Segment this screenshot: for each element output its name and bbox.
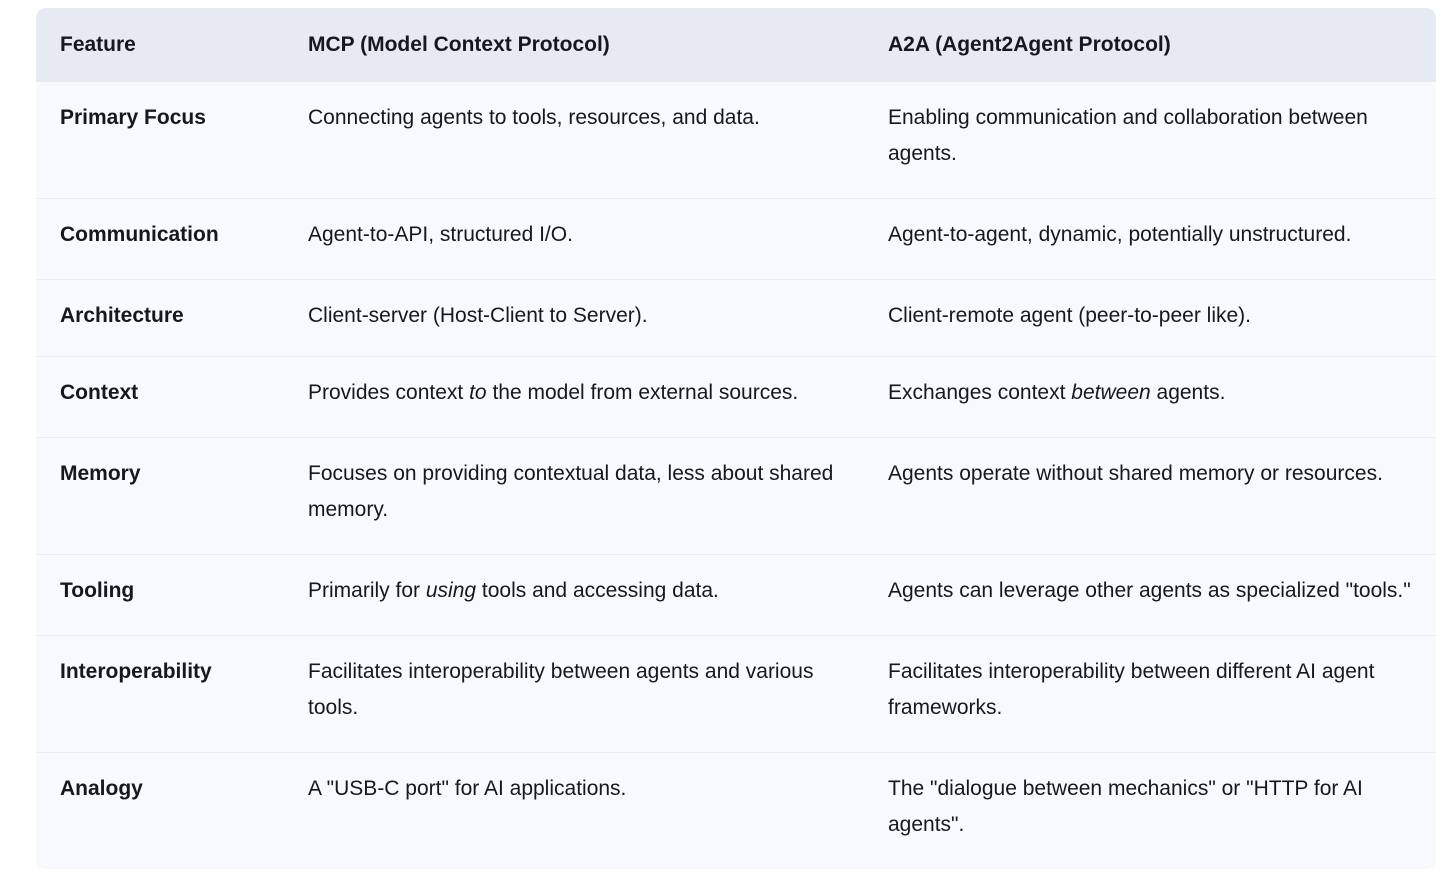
cell-mcp-analogy: A "USB-C port" for AI applications. — [290, 752, 874, 869]
plain-text: Provides context — [308, 381, 470, 404]
cell-a2a-architecture: Client-remote agent (peer-to-peer like). — [874, 279, 1436, 357]
table-header-row: Feature MCP (Model Context Protocol) A2A… — [36, 8, 1436, 82]
row-label-context: Context — [36, 356, 290, 438]
row-label-interoperability: Interoperability — [36, 635, 290, 753]
cell-a2a-memory: Agents operate without shared memory or … — [874, 437, 1436, 555]
row-label-tooling: Tooling — [36, 554, 290, 636]
table-row: Analogy A "USB-C port" for AI applicatio… — [36, 752, 1436, 869]
cell-a2a-context: Exchanges context between agents. — [874, 356, 1436, 438]
table-row: Interoperability Facilitates interoperab… — [36, 635, 1436, 753]
cell-mcp-memory: Focuses on providing contextual data, le… — [290, 437, 874, 555]
row-label-architecture: Architecture — [36, 279, 290, 357]
table-row: Architecture Client-server (Host-Client … — [36, 279, 1436, 357]
cell-mcp-communication: Agent-to-API, structured I/O. — [290, 198, 874, 280]
cell-mcp-context: Provides context to the model from exter… — [290, 356, 874, 438]
cell-a2a-interoperability: Facilitates interoperability between dif… — [874, 635, 1436, 753]
cell-mcp-tooling: Primarily for using tools and accessing … — [290, 554, 874, 636]
plain-text: Primarily for — [308, 579, 426, 602]
table-row: Tooling Primarily for using tools and ac… — [36, 554, 1436, 636]
emphasized-text: using — [425, 579, 477, 602]
emphasized-text: to — [469, 381, 487, 404]
table-body: Primary Focus Connecting agents to tools… — [36, 82, 1436, 869]
cell-mcp-primary-focus: Connecting agents to tools, resources, a… — [290, 82, 874, 199]
column-header-mcp: MCP (Model Context Protocol) — [290, 8, 874, 82]
cell-mcp-architecture: Client-server (Host-Client to Server). — [290, 279, 874, 357]
table-header: Feature MCP (Model Context Protocol) A2A… — [36, 8, 1436, 82]
cell-a2a-tooling: Agents can leverage other agents as spec… — [874, 554, 1436, 636]
comparison-table: Feature MCP (Model Context Protocol) A2A… — [36, 8, 1436, 869]
cell-a2a-communication: Agent-to-agent, dynamic, potentially uns… — [874, 198, 1436, 280]
table-row: Primary Focus Connecting agents to tools… — [36, 82, 1436, 199]
column-header-a2a: A2A (Agent2Agent Protocol) — [874, 8, 1436, 82]
cell-a2a-primary-focus: Enabling communication and collaboration… — [874, 82, 1436, 199]
emphasized-text: between — [1071, 381, 1151, 404]
table-row: Context Provides context to the model fr… — [36, 356, 1436, 438]
table-row: Memory Focuses on providing contextual d… — [36, 437, 1436, 555]
column-header-feature: Feature — [36, 8, 290, 82]
plain-text: agents. — [1150, 381, 1226, 404]
plain-text: tools and accessing data. — [476, 579, 719, 602]
plain-text: Exchanges context — [888, 381, 1072, 404]
row-label-primary-focus: Primary Focus — [36, 82, 290, 199]
row-label-analogy: Analogy — [36, 752, 290, 869]
row-label-memory: Memory — [36, 437, 290, 555]
cell-a2a-analogy: The "dialogue between mechanics" or "HTT… — [874, 752, 1436, 869]
cell-mcp-interoperability: Facilitates interoperability between age… — [290, 635, 874, 753]
row-label-communication: Communication — [36, 198, 290, 280]
plain-text: the model from external sources. — [486, 381, 799, 404]
table-row: Communication Agent-to-API, structured I… — [36, 198, 1436, 280]
comparison-table-container: Feature MCP (Model Context Protocol) A2A… — [36, 8, 1436, 869]
